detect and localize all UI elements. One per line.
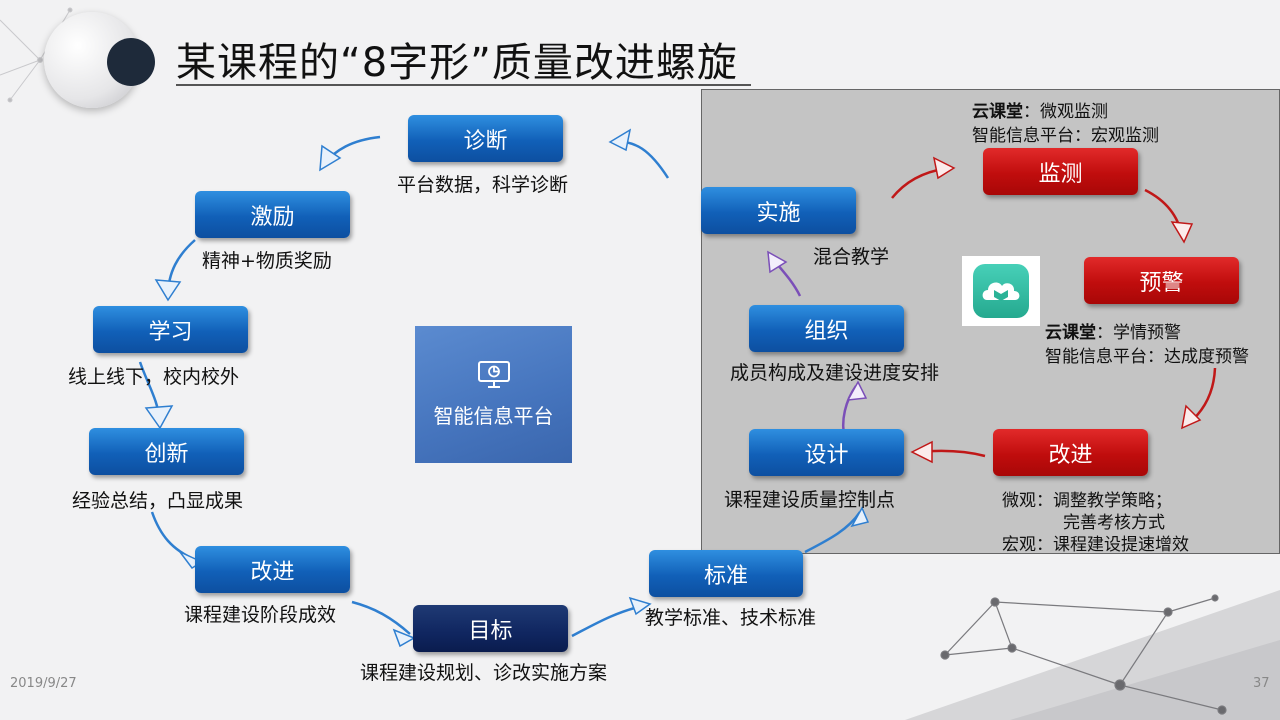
- improve-note-line3: 宏观：课程建设提速增效: [1002, 535, 1189, 555]
- goal-button[interactable]: 目标: [413, 605, 568, 652]
- learn-button[interactable]: 学习: [93, 306, 248, 353]
- innovate-button[interactable]: 创新: [89, 428, 244, 475]
- footer-date: 2019/9/27: [10, 676, 77, 691]
- design-label: 课程建设质量控制点: [724, 489, 896, 511]
- smart-platform-tile: 智能信息平台: [415, 326, 572, 463]
- arrow-innovate-improve: [150, 511, 197, 562]
- improve-note-line2: 完善考核方式: [1063, 513, 1165, 533]
- warning-button[interactable]: 预警: [1084, 257, 1239, 304]
- arrow-improve-goal: [351, 600, 411, 635]
- monitor-button[interactable]: 监测: [983, 148, 1138, 195]
- improve-stage-label: 课程建设阶段成效: [184, 604, 337, 626]
- monitor-note-line1: 云课堂：微观监测: [972, 102, 1108, 122]
- motivate-label: 精神+物质奖励: [202, 250, 332, 272]
- learn-label: 线上线下，校内校外: [68, 366, 240, 388]
- innovate-label: 经验总结，凸显成果: [72, 490, 244, 512]
- goal-label: 课程建设规划、诊改实施方案: [360, 662, 608, 684]
- monitor-icon: [477, 361, 510, 388]
- improve-button[interactable]: 改进: [993, 429, 1148, 476]
- improve-note-line1: 微观：调整教学策略；: [1002, 491, 1172, 511]
- diagnose-label: 平台数据，科学诊断: [397, 174, 569, 196]
- motivate-button[interactable]: 激励: [195, 191, 350, 238]
- implement-label: 混合教学: [813, 246, 890, 268]
- decorative-dot: [107, 38, 155, 86]
- warning-note-line1: 云课堂：学情预警: [1045, 323, 1181, 343]
- cloud-classroom-app: [962, 256, 1040, 326]
- warning-note-line2: 智能信息平台：达成度预警: [1045, 347, 1249, 367]
- title-underline: [176, 84, 751, 86]
- standard-button[interactable]: 标准: [649, 550, 803, 597]
- diagnose-button[interactable]: 诊断: [408, 115, 563, 162]
- platform-label: 智能信息平台: [433, 404, 554, 428]
- organize-button[interactable]: 组织: [749, 305, 904, 352]
- improve-stage-button[interactable]: 改进: [195, 546, 350, 593]
- implement-button[interactable]: 实施: [701, 187, 856, 234]
- monitor-note-line2: 智能信息平台：宏观监测: [972, 126, 1159, 146]
- standard-label: 教学标准、技术标准: [645, 607, 817, 629]
- page-title: 某课程的“8字形”质量改进螺旋: [176, 40, 738, 86]
- page-number: 37: [1253, 676, 1270, 691]
- arrow-standard-design: [804, 511, 862, 554]
- organize-label: 成员构成及建设进度安排: [730, 362, 940, 384]
- cloud-book-icon: [973, 264, 1029, 318]
- design-button[interactable]: 设计: [749, 429, 904, 476]
